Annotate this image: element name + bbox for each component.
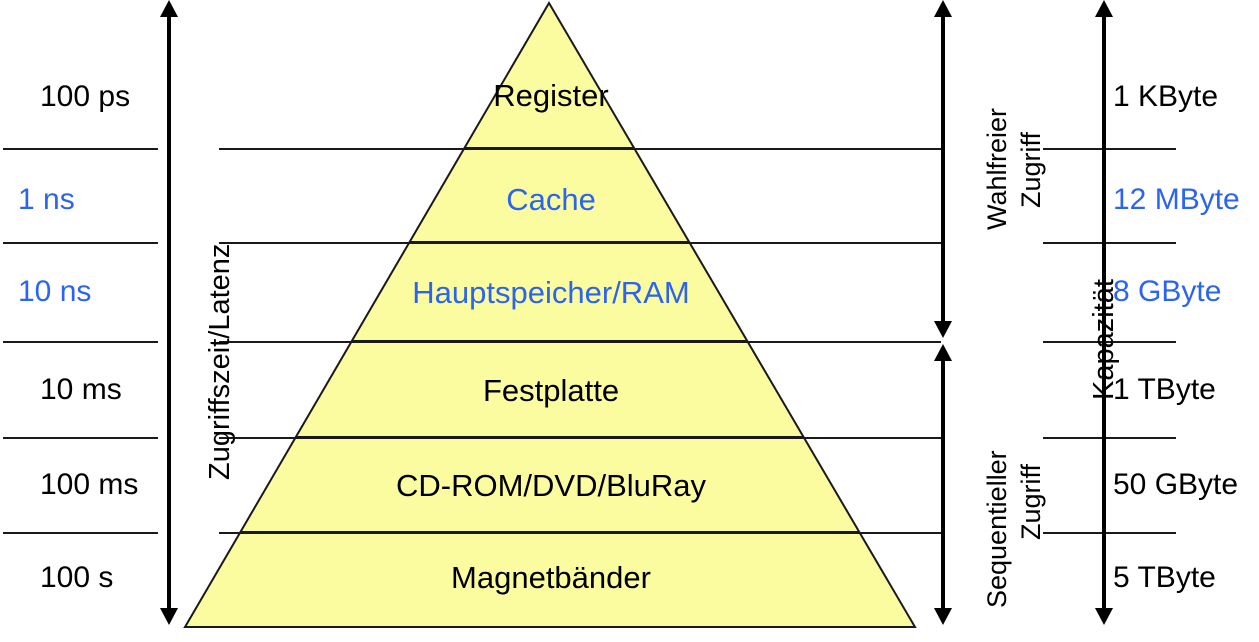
tier-divider-3-far: [1043, 341, 1176, 343]
access-time-axis-arrowhead-bottom: [160, 608, 178, 625]
tier-divider-2-far: [1043, 242, 1176, 244]
capacity-label-optical: 50 GByte: [1113, 468, 1239, 501]
capacity-axis-arrowhead-bottom: [1095, 608, 1113, 625]
access-time-axis-label: Zugriffszeit/Latenz: [204, 243, 236, 480]
tier-label-cache: Cache: [506, 182, 596, 217]
tier-divider-1-right: [219, 148, 941, 150]
latency-label-cache: 1 ns: [18, 183, 75, 216]
capacity-label-tape: 5 TByte: [1113, 561, 1216, 594]
tier-divider-1-left: [3, 148, 158, 150]
latency-label-tape: 100 s: [40, 561, 114, 594]
sequential-access-label-line1: Sequentieller: [982, 450, 1012, 608]
capacity-label-cache: 12 MByte: [1113, 183, 1240, 216]
tier-divider-5-right: [219, 532, 941, 534]
random-access-axis-line: [941, 8, 945, 324]
random-access-label-line1: Wahlfreier: [982, 107, 1012, 230]
capacity-label-harddisk: 1 TByte: [1113, 373, 1216, 406]
capacity-label-ram: 8 GByte: [1113, 275, 1222, 308]
tier-divider-5-left: [3, 532, 158, 534]
tier-label-tape: Magnetbänder: [451, 560, 651, 595]
latency-label-ram: 10 ns: [18, 275, 92, 308]
sequential-access-arrowhead-bottom: [934, 608, 952, 625]
sequential-access-label-line2: Zugriff: [1016, 463, 1046, 540]
tier-divider-3-right: [219, 341, 941, 343]
tier-label-register: Register: [493, 78, 609, 113]
access-time-axis-line: [167, 8, 171, 612]
random-access-arrowhead-bottom: [934, 321, 952, 338]
latency-label-harddisk: 10 ms: [40, 373, 122, 406]
tier-divider-3-left: [3, 341, 158, 343]
sequential-access-axis-line: [941, 360, 945, 612]
tier-divider-4-right: [219, 437, 941, 439]
tier-divider-1-far: [1043, 148, 1176, 150]
capacity-axis-line: [1102, 10, 1106, 612]
sequential-access-arrowhead-top: [934, 344, 952, 361]
capacity-label-register: 1 KByte: [1113, 80, 1219, 113]
tier-divider-2-left: [3, 242, 158, 244]
tier-divider-4-far: [1043, 437, 1176, 439]
latency-label-optical: 100 ms: [40, 468, 139, 501]
tier-label-ram: Hauptspeicher/RAM: [412, 275, 690, 310]
random-access-arrowhead-top: [934, 0, 952, 17]
tier-label-optical: CD-ROM/DVD/BluRay: [395, 468, 707, 503]
random-access-label-line2: Zugriff: [1016, 131, 1046, 208]
pyramid-body: [183, 1, 917, 628]
capacity-axis-arrowhead-top: [1095, 0, 1113, 17]
tier-label-harddisk: Festplatte: [482, 373, 620, 408]
access-time-axis-arrowhead-top: [160, 0, 178, 17]
latency-label-register: 100 ps: [40, 80, 131, 113]
tier-divider-5-far: [1043, 532, 1176, 534]
tier-divider-4-left: [3, 437, 158, 439]
tier-divider-2-right: [219, 242, 941, 244]
